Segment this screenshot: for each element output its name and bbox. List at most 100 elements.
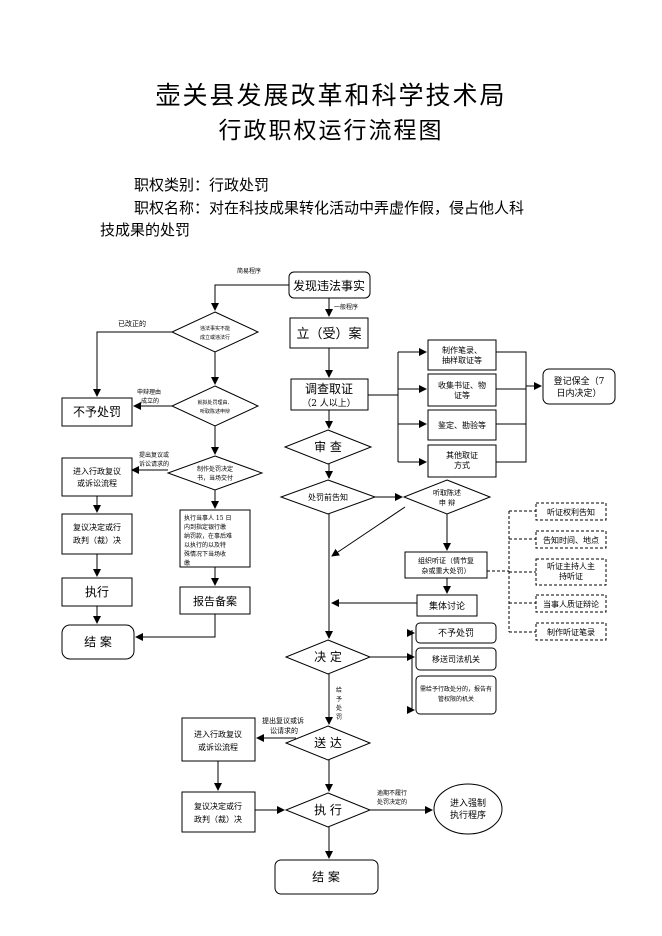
bottom-review-line1: 进入行政复议 xyxy=(194,729,242,739)
outcome-judicial xyxy=(415,647,497,671)
no-penalty-label: 不予处罚 xyxy=(73,405,121,419)
evidence-2-line1: 收集书证、物 xyxy=(438,380,486,390)
no-penalty-box xyxy=(61,397,133,427)
outcome-report xyxy=(415,675,497,715)
defense-line2: 申 辩 xyxy=(439,498,455,507)
preserve-line2: 日内决定） xyxy=(556,387,601,399)
left-d1-line1: 违法事实不能 xyxy=(200,325,230,332)
left-execute-label: 执行 xyxy=(85,585,109,599)
hearing-step-4-label: 当事人质证辩论 xyxy=(543,599,599,609)
pay-line3: 纳罚款，在事后难 xyxy=(184,532,232,540)
evidence-4-line1: 其他取证 xyxy=(446,450,478,460)
collective-label: 集体讨论 xyxy=(429,600,465,612)
label-overdue-1: 逾期不履行 xyxy=(377,789,407,797)
authority-name-cont: 技成果的处罚 xyxy=(100,221,191,239)
collective-box xyxy=(416,594,478,617)
review-decision-line2: 政判（裁）决 xyxy=(73,535,121,545)
label-give-3: 处 xyxy=(336,704,342,712)
label-overdue-2: 处罚决定的 xyxy=(377,798,407,806)
decide-diamond xyxy=(284,639,372,675)
hearing-step-5-label: 制作听证笔录 xyxy=(547,627,595,637)
left-diamond-2 xyxy=(170,385,260,427)
hearing-step-1-label: 听证权利告知 xyxy=(547,507,595,517)
pay-line5: 殊情况下当场收 xyxy=(184,550,226,558)
pay-line4: 以执行的以及特 xyxy=(184,541,226,549)
deliver-label: 送 达 xyxy=(314,735,342,750)
label-give-2: 予 xyxy=(336,695,342,703)
review-diamond xyxy=(283,429,373,465)
defense-line1: 听取陈述 xyxy=(433,488,461,497)
evidence-box-4 xyxy=(427,444,497,478)
label-reason-2: 成立的 xyxy=(141,397,159,405)
investigate-label: 调查取证 xyxy=(305,382,353,396)
evidence-box-1 xyxy=(427,339,497,371)
notice-diamond xyxy=(279,479,377,515)
label-simple: 简易程序 xyxy=(237,267,261,275)
enter-review-line1: 进入行政复议 xyxy=(73,466,121,476)
outcome-report-line2: 管权限的机关 xyxy=(438,695,474,703)
left-d2-line2: 听取陈述申辩 xyxy=(200,408,230,415)
close-box xyxy=(274,859,379,895)
report-label: 报告备案 xyxy=(193,594,237,608)
label-corrected: 已改正的 xyxy=(118,319,146,328)
outcome-judicial-label: 移送司法机关 xyxy=(432,654,480,664)
evidence-3: 鉴定、勘验等 xyxy=(438,420,486,430)
outcome-no-penalty-label: 不予处罚 xyxy=(438,627,474,639)
left-close-label: 结 案 xyxy=(84,634,112,649)
left-d1-line2: 成立或违法行 xyxy=(200,334,230,341)
authority-category: 职权类别：行政处罚 xyxy=(134,176,270,194)
document-subtitle: 行政职权运行流程图 xyxy=(218,118,444,144)
notice-label: 处罚前告知 xyxy=(308,492,348,502)
label-give-1: 给 xyxy=(336,686,342,694)
bottom-decision-line1: 复议决定或行 xyxy=(194,801,242,811)
bottom-review-line2: 或诉讼流程 xyxy=(198,742,238,752)
decide-label: 决 定 xyxy=(314,649,342,664)
enforce-line2: 执行程序 xyxy=(450,809,486,821)
hearing-org-line2: 杂或重大处罚） xyxy=(422,566,471,575)
accept-label: 立（受）案 xyxy=(296,327,361,342)
label-appeal-bottom-1: 提出复议或诉 xyxy=(262,716,304,725)
label-appeal-top-2: 诉讼请求的 xyxy=(139,460,169,468)
left-close-box xyxy=(61,624,135,660)
label-reason-1: 申辩理由 xyxy=(137,388,161,396)
enter-review-line2: 或诉讼流程 xyxy=(77,478,117,488)
pay-line2: 内到指定银行缴 xyxy=(184,523,226,531)
bottom-decision-line2: 政判（裁）决 xyxy=(194,814,242,824)
bottom-review-box xyxy=(181,717,256,762)
review-label: 审 查 xyxy=(314,439,342,454)
left-d3-line1: 制作处罚决定 xyxy=(197,465,233,473)
enter-review-box xyxy=(61,457,133,497)
evidence-box-2 xyxy=(427,373,497,407)
hearing-step-3 xyxy=(535,558,607,586)
enforce-line1: 进入强制 xyxy=(450,797,486,809)
investigate-sub: （2 人以上） xyxy=(302,398,356,409)
evidence-1-line2: 抽样取证等 xyxy=(442,355,482,365)
hearing-org-box xyxy=(404,551,488,579)
label-appeal-bottom-2: 讼请求的 xyxy=(270,726,298,735)
label-appeal-top-1: 提出复议或 xyxy=(139,451,169,459)
left-d2-line1: 就拟处罚理由、 xyxy=(197,399,232,406)
deliver-diamond xyxy=(284,725,372,761)
hearing-org-line1: 组织听证（情节复 xyxy=(418,556,474,565)
hearing-step-2-label: 告知时间、地点 xyxy=(543,535,599,545)
pay-line1: 执行当事人 15 日 xyxy=(184,514,231,522)
preserve-line1: 登记保全（7 xyxy=(554,375,605,387)
outcome-no-penalty xyxy=(415,622,497,644)
hearing-step-3-line2: 持听证 xyxy=(559,571,583,581)
evidence-4-line2: 方式 xyxy=(454,460,470,470)
hearing-step-3-line1: 听证主持人主 xyxy=(547,561,595,571)
left-diamond-1 xyxy=(170,311,260,353)
left-diamond-3 xyxy=(166,455,264,491)
label-general: 一般程序 xyxy=(334,303,358,311)
evidence-box-3 xyxy=(427,409,497,441)
review-decision-box xyxy=(61,513,133,555)
discover-label: 发现违法事实 xyxy=(293,278,365,293)
outcome-report-line1: 需给予行政处分的，报告有 xyxy=(420,685,492,693)
left-d3-line2: 书，当场交付 xyxy=(197,474,233,482)
authority-name: 职权名称：对在科技成果转化活动中弄虚作假，侵占他人科 xyxy=(134,199,525,217)
execute-label: 执 行 xyxy=(314,803,342,817)
preserve-box xyxy=(542,368,616,405)
close-label: 结 案 xyxy=(312,869,340,884)
